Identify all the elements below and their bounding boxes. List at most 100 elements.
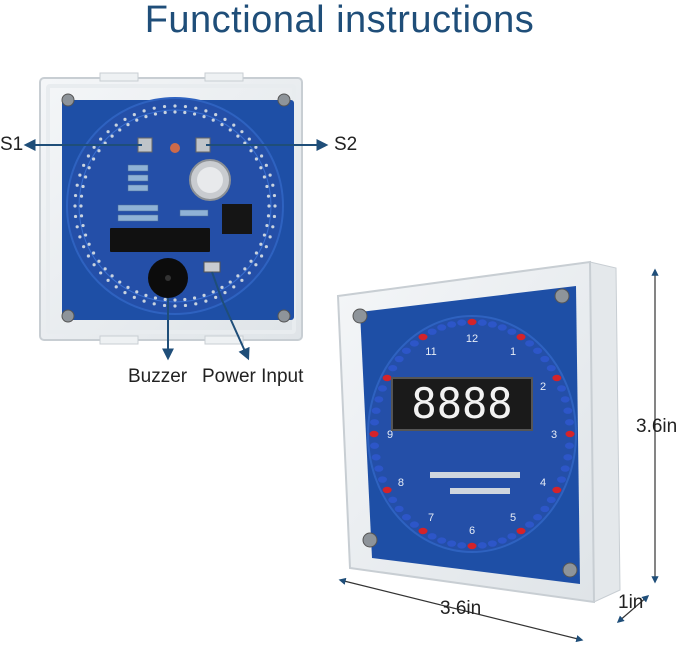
- solder-point: [194, 106, 198, 110]
- led: [497, 537, 507, 544]
- led: [382, 486, 392, 494]
- led: [394, 505, 404, 513]
- solder-point: [87, 242, 91, 246]
- solder-point: [240, 130, 244, 134]
- solder-point: [144, 115, 148, 119]
- led: [371, 407, 381, 414]
- solder-point: [118, 280, 122, 284]
- solder-point: [254, 251, 259, 255]
- solder-point: [110, 134, 114, 138]
- solder-point: [240, 278, 244, 282]
- led: [447, 540, 457, 547]
- solder-point: [254, 145, 258, 149]
- label-width: 3.6in: [440, 598, 482, 619]
- led: [427, 533, 437, 540]
- solder-point: [247, 137, 251, 141]
- solder-point: [259, 166, 263, 170]
- solder-point: [254, 157, 259, 161]
- solder-point: [135, 290, 139, 294]
- solder-point: [259, 242, 263, 246]
- led: [394, 355, 404, 363]
- clock-number: 7: [428, 512, 434, 524]
- solder-point: [272, 214, 277, 219]
- solder-point: [232, 123, 236, 127]
- solder-point: [266, 194, 271, 198]
- clock-number: 2: [540, 381, 546, 393]
- solder-point: [92, 145, 96, 149]
- led: [371, 454, 381, 461]
- led: [369, 430, 379, 438]
- led: [401, 514, 411, 521]
- clock-number: 11: [425, 346, 436, 358]
- solder-point: [103, 267, 107, 271]
- solder-point: [123, 291, 127, 295]
- solder-point: [132, 113, 136, 117]
- solder-point: [153, 112, 158, 116]
- led: [437, 324, 447, 331]
- solder-point: [86, 254, 90, 258]
- label-depth: 1in: [618, 592, 644, 613]
- clock-number: 1: [510, 346, 516, 358]
- led: [382, 374, 392, 382]
- led: [525, 340, 535, 347]
- solder-point: [249, 149, 253, 153]
- led: [447, 321, 457, 328]
- solder-point: [78, 173, 82, 177]
- solder-point: [142, 109, 146, 113]
- solder-point: [192, 296, 197, 300]
- solder-point: [214, 113, 218, 117]
- led: [477, 319, 487, 326]
- solder-point: [204, 109, 208, 113]
- solder-point: [152, 106, 156, 110]
- led: [557, 476, 567, 483]
- solder-point: [91, 251, 96, 255]
- solder-point: [183, 297, 187, 302]
- solder-point: [173, 304, 177, 308]
- solder-point: [243, 141, 247, 145]
- solder-point: [114, 285, 118, 289]
- led: [457, 542, 467, 549]
- led: [437, 537, 447, 544]
- led: [507, 328, 517, 335]
- solder-point: [97, 149, 101, 153]
- solder-point: [202, 293, 206, 297]
- led: [487, 321, 497, 328]
- led: [370, 419, 380, 426]
- label-power-input: Power Input: [202, 366, 304, 387]
- solder-point: [220, 285, 224, 290]
- solder-point: [106, 278, 110, 282]
- led: [497, 324, 507, 331]
- led: [564, 442, 574, 449]
- led: [560, 465, 570, 472]
- solder-point: [243, 267, 247, 271]
- led-ring: [369, 318, 575, 550]
- led: [565, 430, 575, 438]
- led: [374, 396, 384, 403]
- led: [467, 542, 477, 550]
- clock-number: 9: [387, 429, 393, 441]
- led: [377, 385, 387, 392]
- label-buzzer: Buzzer: [128, 366, 188, 387]
- solder-point: [247, 271, 251, 275]
- solder-point: [153, 296, 158, 300]
- solder-point: [81, 184, 85, 189]
- led: [401, 347, 411, 354]
- solder-point: [86, 154, 90, 158]
- solder-point: [75, 225, 79, 229]
- solder-point: [162, 303, 167, 308]
- led: [427, 328, 437, 335]
- rear-view-clock: [39, 72, 303, 345]
- solder-point: [220, 122, 224, 127]
- solder-point: [268, 173, 272, 177]
- solder-point: [173, 104, 177, 108]
- solder-point: [236, 134, 240, 138]
- clock-number: 4: [540, 477, 546, 489]
- led: [507, 533, 517, 540]
- solder-point: [264, 245, 268, 249]
- solder-point: [142, 299, 146, 303]
- solder-point: [264, 163, 268, 167]
- solder-point: [211, 118, 215, 122]
- solder-point: [232, 285, 236, 289]
- solder-point: [249, 259, 253, 263]
